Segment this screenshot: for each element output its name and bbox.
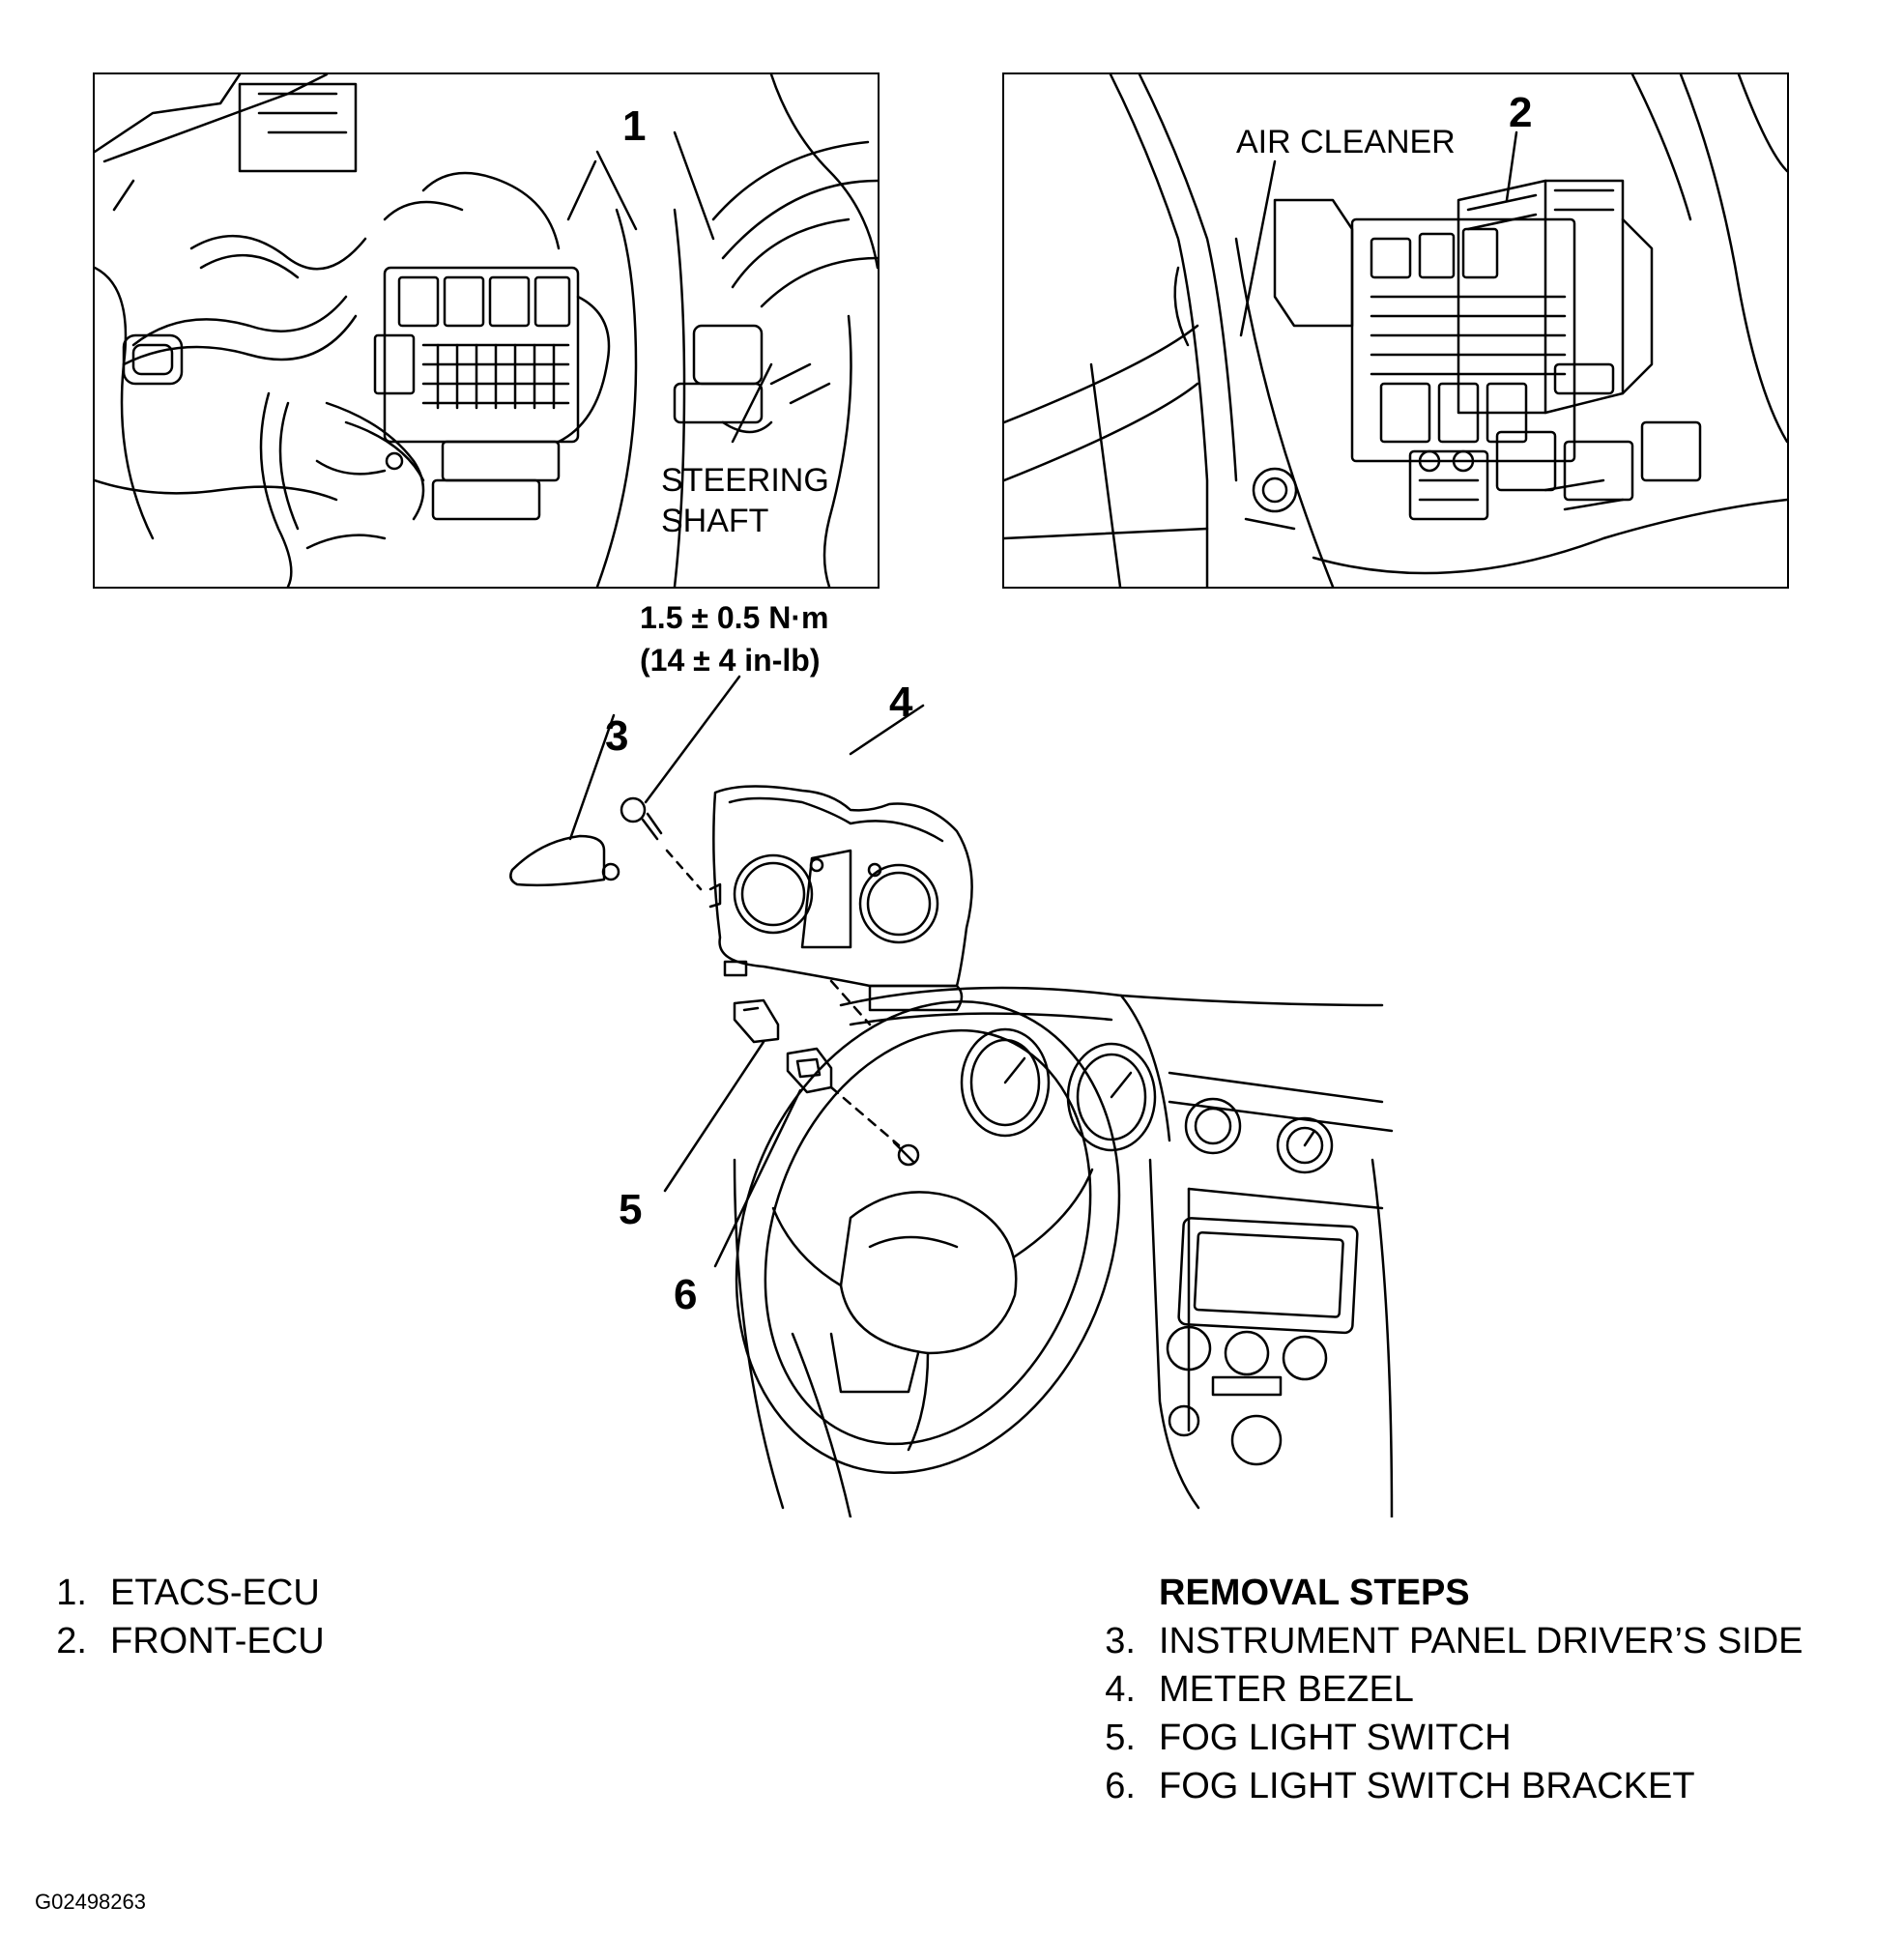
- air-cleaner-label: AIR CLEANER: [1236, 124, 1456, 160]
- callout-2: 2: [1509, 89, 1533, 136]
- removal-step: 4. METER BEZEL: [1068, 1665, 1803, 1714]
- step-number: 5.: [1105, 1718, 1136, 1758]
- etacs-ecu-detail-panel: 1 STEERING SHAFT: [93, 72, 880, 589]
- legend-item: 1. ETACS-ECU: [19, 1569, 325, 1617]
- component-legend: 1. ETACS-ECU 2. FRONT-ECU: [19, 1569, 325, 1665]
- etacs-ecu-line-drawing: [95, 74, 878, 587]
- legend-number: 2.: [56, 1621, 87, 1661]
- figure-code: G02498263: [35, 1890, 146, 1914]
- front-ecu-detail-panel: AIR CLEANER 2: [1002, 72, 1789, 589]
- step-number: 3.: [1105, 1621, 1136, 1661]
- steering-shaft-label-line1: STEERING: [661, 462, 829, 499]
- callout-4: 4: [889, 679, 913, 726]
- steering-shaft-label-line2: SHAFT: [661, 503, 769, 539]
- step-number: 6.: [1105, 1766, 1136, 1806]
- step-text: FOG LIGHT SWITCH BRACKET: [1159, 1766, 1695, 1806]
- callout-6: 6: [674, 1271, 698, 1318]
- callout-1: 1: [622, 102, 647, 150]
- legend-text: FRONT-ECU: [110, 1621, 325, 1661]
- removal-step: 3. INSTRUMENT PANEL DRIVER’S SIDE: [1068, 1617, 1803, 1665]
- removal-steps-legend: REMOVAL STEPS 3. INSTRUMENT PANEL DRIVER…: [1068, 1569, 1803, 1810]
- step-text: INSTRUMENT PANEL DRIVER’S SIDE: [1159, 1621, 1803, 1661]
- torque-metric: 1.5 ± 0.5 N·m: [640, 600, 829, 635]
- removal-steps-heading: REMOVAL STEPS: [1159, 1573, 1470, 1613]
- step-text: METER BEZEL: [1159, 1669, 1414, 1710]
- step-number: 4.: [1105, 1669, 1136, 1710]
- front-ecu-line-drawing: [1004, 74, 1787, 587]
- legend-text: ETACS-ECU: [110, 1573, 320, 1613]
- removal-step: 5. FOG LIGHT SWITCH: [1068, 1714, 1803, 1762]
- exploded-assembly-view: 1.5 ± 0.5 N·m (14 ± 4 in-lb) 3 4 5 6: [509, 600, 1394, 1517]
- callout-5: 5: [619, 1186, 643, 1233]
- exploded-assembly-drawing: [509, 675, 1394, 1517]
- callout-3: 3: [605, 712, 629, 760]
- removal-step: 6. FOG LIGHT SWITCH BRACKET: [1068, 1762, 1803, 1810]
- legend-number: 1.: [56, 1573, 87, 1613]
- torque-imperial: (14 ± 4 in-lb): [640, 643, 821, 678]
- legend-item: 2. FRONT-ECU: [19, 1617, 325, 1665]
- step-text: FOG LIGHT SWITCH: [1159, 1718, 1512, 1758]
